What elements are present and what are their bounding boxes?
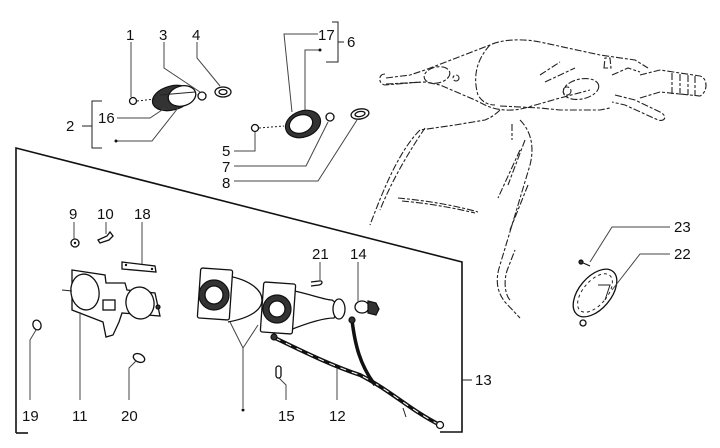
leader-lines <box>29 33 670 412</box>
label-part-15: 15 <box>278 408 295 425</box>
nut-part-19 <box>32 319 42 331</box>
nut-part-9 <box>70 238 80 248</box>
bracket-part-2 <box>82 100 102 149</box>
right-turn-signal <box>250 108 370 139</box>
label-part-1: 1 <box>126 27 134 44</box>
label-part-3: 3 <box>159 27 167 44</box>
label-part-14: 14 <box>350 246 367 263</box>
label-part-8: 8 <box>222 175 230 192</box>
label-part-4: 4 <box>192 27 200 44</box>
label-part-9: 9 <box>69 206 77 223</box>
plate-part-18 <box>121 261 157 273</box>
label-part-19: 19 <box>22 408 39 425</box>
left-turn-signal <box>128 84 232 112</box>
cover-part-22 <box>572 268 618 327</box>
part-labels: 1 3 4 16 2 17 6 5 7 8 9 10 18 19 11 20 1… <box>22 27 691 425</box>
label-part-13: 13 <box>475 372 492 389</box>
label-part-20: 20 <box>121 408 138 425</box>
screw-part-23 <box>578 259 591 267</box>
label-part-5: 5 <box>222 143 230 160</box>
label-part-12: 12 <box>329 408 346 425</box>
label-part-18: 18 <box>134 206 151 223</box>
label-part-10: 10 <box>97 206 114 223</box>
label-part-11: 11 <box>72 408 88 425</box>
label-part-6: 6 <box>347 34 355 51</box>
label-part-2: 2 <box>66 118 74 135</box>
clip-part-20 <box>132 352 146 364</box>
label-part-23: 23 <box>674 219 691 236</box>
headlight-kit-frame <box>15 146 472 434</box>
scooter-front-outline <box>369 39 707 319</box>
label-part-7: 7 <box>222 159 230 176</box>
label-part-17: 17 <box>318 27 335 44</box>
label-part-21: 21 <box>312 246 329 263</box>
label-part-22: 22 <box>674 246 691 263</box>
screw-part-10 <box>97 230 114 244</box>
wiring-harness <box>270 316 445 430</box>
headlight-units <box>196 267 380 379</box>
headlight-bracket <box>61 269 161 338</box>
label-part-16: 16 <box>98 110 115 127</box>
bracket-part-6 <box>326 21 344 63</box>
